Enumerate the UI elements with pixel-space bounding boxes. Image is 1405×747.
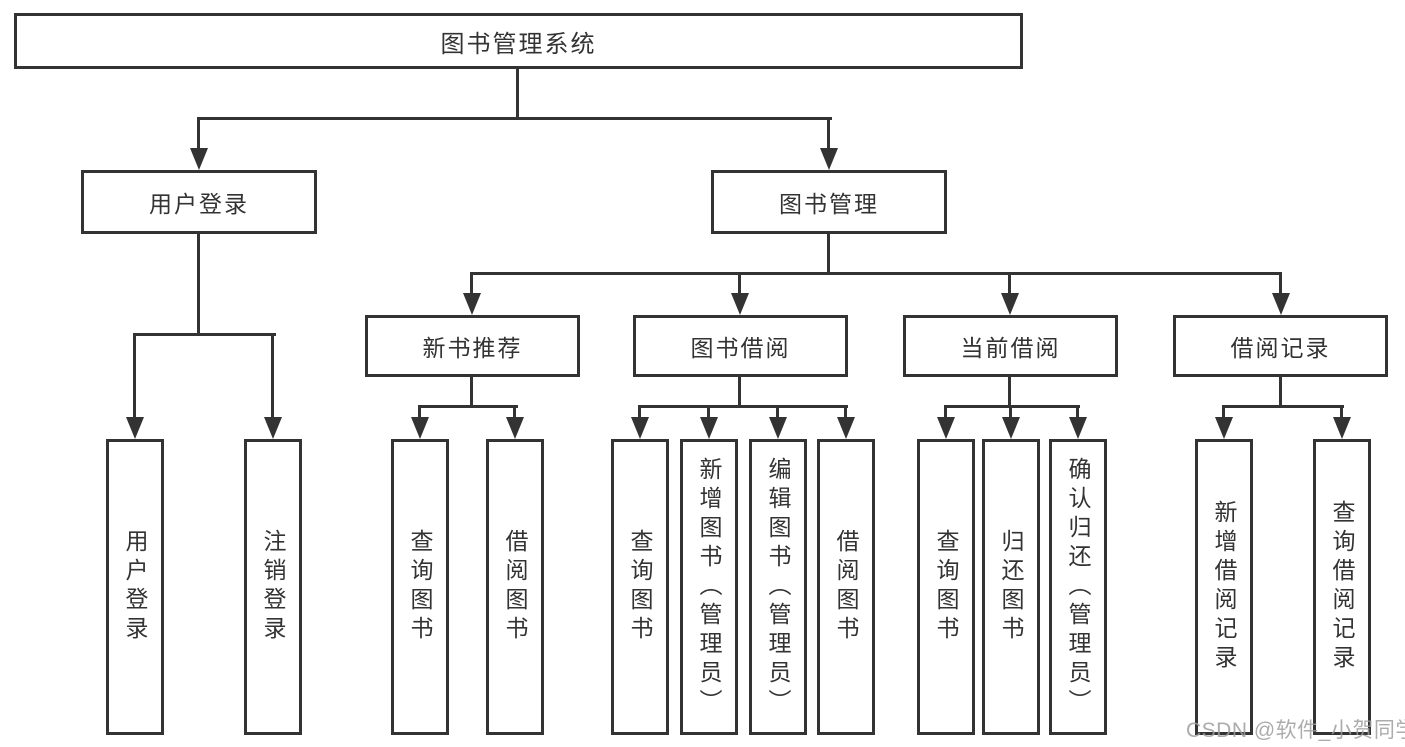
arrowhead-down-icon bbox=[820, 148, 838, 170]
arrowhead-down-icon bbox=[506, 417, 524, 439]
leaf-edit-books-admin: 编辑图书（管理员） bbox=[749, 439, 807, 735]
connector-line bbox=[1076, 405, 1079, 419]
connector-line bbox=[197, 117, 200, 150]
connector-line bbox=[1279, 272, 1282, 295]
connector-line bbox=[1340, 405, 1343, 419]
node-user-login: 用户登录 bbox=[81, 170, 317, 234]
leaf-query-books: 查询图书 bbox=[391, 439, 449, 735]
leaf-add-books-admin: 新增图书（管理员） bbox=[680, 439, 738, 735]
node-new-book-recommend: 新书推荐 bbox=[365, 315, 580, 377]
arrowhead-down-icon bbox=[1069, 417, 1087, 439]
arrowhead-down-icon bbox=[411, 417, 429, 439]
connector-line bbox=[513, 405, 516, 419]
arrowhead-down-icon bbox=[1002, 417, 1020, 439]
csdn-watermark: CSDN @软件_小贺同学 bbox=[1186, 719, 1405, 742]
connector-line bbox=[638, 405, 848, 408]
connector-line bbox=[738, 272, 741, 295]
arrowhead-down-icon bbox=[769, 417, 787, 439]
arrowhead-down-icon bbox=[264, 417, 282, 439]
leaf-borrow-books: 借阅图书 bbox=[486, 439, 544, 735]
leaf-logout: 注销登录 bbox=[244, 439, 302, 735]
arrowhead-down-icon bbox=[631, 417, 649, 439]
connector-line bbox=[197, 232, 200, 336]
node-book-management: 图书管理 bbox=[711, 170, 947, 234]
node-borrowing-records: 借阅记录 bbox=[1173, 315, 1388, 377]
connector-line bbox=[1222, 405, 1225, 419]
connector-line bbox=[470, 375, 473, 407]
leaf-user-login: 用户登录 bbox=[106, 439, 164, 735]
arrowhead-down-icon bbox=[126, 417, 144, 439]
arrowhead-down-icon bbox=[1001, 293, 1019, 315]
leaf-query-borrow-record: 查询借阅记录 bbox=[1313, 439, 1371, 735]
connector-line bbox=[1222, 405, 1344, 408]
connector-line bbox=[470, 272, 473, 295]
arrowhead-down-icon bbox=[190, 148, 208, 170]
connector-line bbox=[738, 375, 741, 407]
arrowhead-down-icon bbox=[1333, 417, 1351, 439]
connector-line bbox=[944, 405, 1080, 408]
connector-line bbox=[1008, 272, 1011, 295]
connector-line bbox=[1279, 375, 1282, 407]
connector-line bbox=[1008, 375, 1011, 407]
connector-line bbox=[1009, 405, 1012, 419]
arrowhead-down-icon bbox=[463, 293, 481, 315]
connector-line bbox=[271, 333, 274, 418]
node-book-borrowing: 图书借阅 bbox=[633, 315, 848, 377]
leaf-add-borrow-record: 新增借阅记录 bbox=[1195, 439, 1253, 735]
arrowhead-down-icon bbox=[937, 417, 955, 439]
connector-line bbox=[470, 272, 1282, 275]
connector-line bbox=[776, 405, 779, 419]
connector-line bbox=[944, 405, 947, 419]
connector-line bbox=[197, 117, 832, 120]
connector-line bbox=[844, 405, 847, 419]
connector-line bbox=[827, 232, 830, 275]
arrowhead-down-icon bbox=[837, 417, 855, 439]
connector-line bbox=[707, 405, 710, 419]
arrowhead-down-icon bbox=[700, 417, 718, 439]
arrowhead-down-icon bbox=[731, 293, 749, 315]
leaf-confirm-return-admin: 确认归还（管理员） bbox=[1049, 439, 1107, 735]
leaf-return-books: 归还图书 bbox=[982, 439, 1040, 735]
connector-line bbox=[827, 117, 830, 150]
connector-line bbox=[133, 333, 136, 418]
connector-line bbox=[516, 66, 519, 119]
leaf-query-books: 查询图书 bbox=[611, 439, 669, 735]
connector-line bbox=[638, 405, 641, 419]
node-library-system: 图书管理系统 bbox=[14, 13, 1023, 69]
connector-line bbox=[133, 333, 276, 336]
leaf-borrow-books: 借阅图书 bbox=[817, 439, 875, 735]
connector-line bbox=[418, 405, 421, 419]
node-current-borrowing: 当前借阅 bbox=[903, 315, 1118, 377]
arrowhead-down-icon bbox=[1215, 417, 1233, 439]
leaf-query-books: 查询图书 bbox=[917, 439, 975, 735]
arrowhead-down-icon bbox=[1272, 293, 1290, 315]
connector-line bbox=[418, 405, 518, 408]
